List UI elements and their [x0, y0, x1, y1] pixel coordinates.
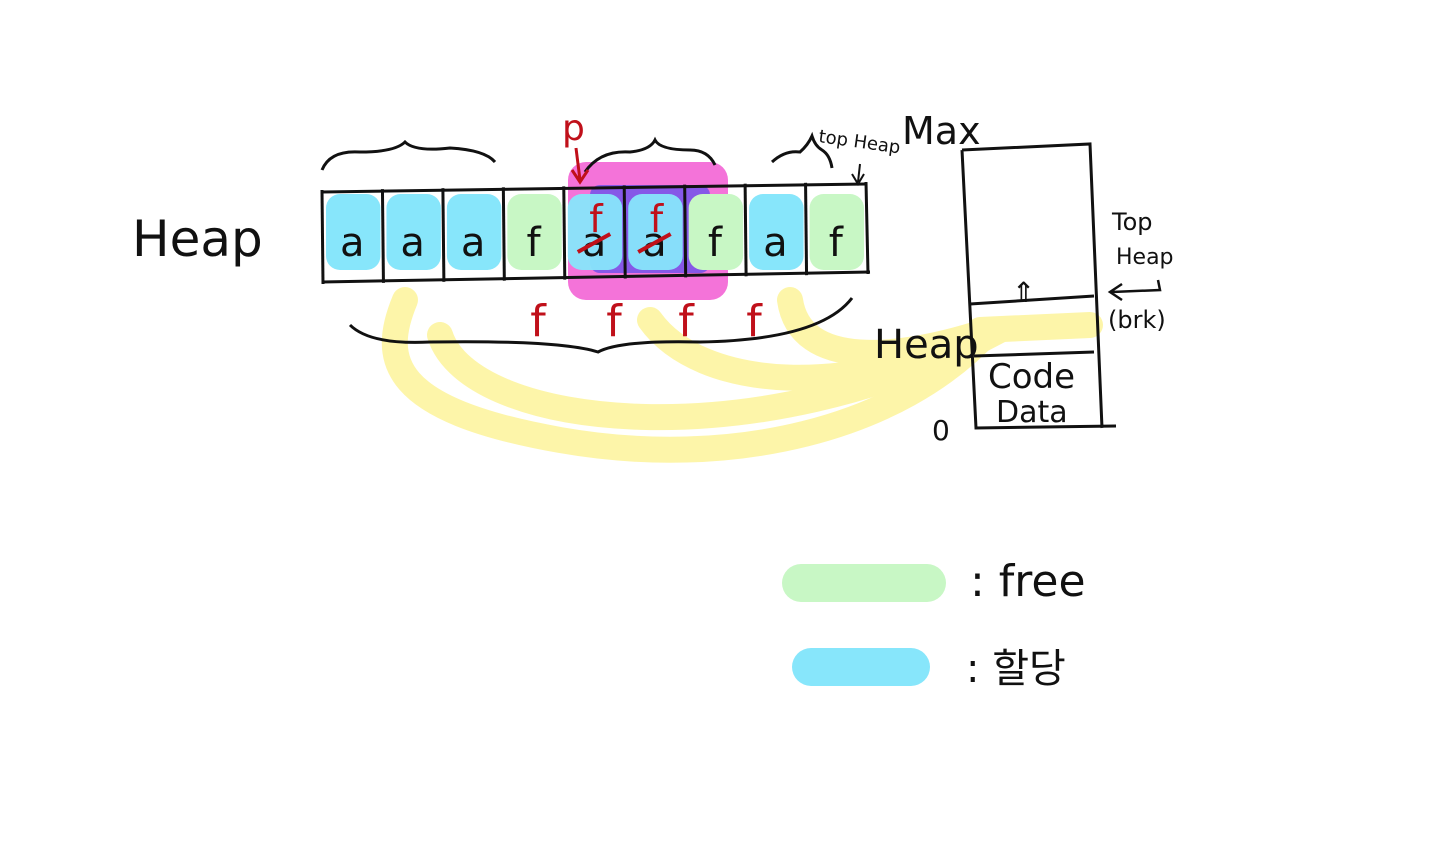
block-dividers: [320, 181, 870, 285]
grow-up-arrow: ⇑: [1012, 276, 1035, 309]
code-label: Code: [988, 357, 1075, 397]
legend-free-label: : free: [970, 556, 1086, 607]
heap-label: Heap: [132, 210, 263, 268]
block-divider: [683, 184, 688, 278]
data-label: Data: [996, 395, 1068, 430]
heap-base-line: [973, 350, 1095, 358]
strike-mark: [576, 232, 612, 254]
block-fill-allocated: [446, 194, 502, 270]
block-divider: [743, 183, 748, 277]
block-fill-free: [688, 194, 744, 270]
pointer-arrow: [570, 147, 590, 185]
top-heap-label-line1: Top: [1111, 208, 1153, 236]
block-divider: [804, 182, 809, 276]
block-label: a: [340, 220, 365, 266]
block-label: f: [829, 220, 844, 266]
block-divider: [320, 189, 325, 285]
block-divider: [441, 188, 446, 282]
legend: : free : 할당: [782, 556, 1086, 692]
block-fill-allocated: [326, 194, 381, 270]
block-label: f: [527, 220, 542, 266]
block-label: f: [708, 220, 723, 266]
below-f-mark: f: [746, 296, 763, 347]
top-heap-line: [969, 294, 1095, 306]
below-f-mark: f: [530, 296, 547, 347]
block-divider: [622, 185, 627, 279]
block-divider: [501, 187, 506, 281]
freed-mark: f: [589, 197, 604, 241]
block-strip: [321, 182, 871, 284]
top-braces: [320, 131, 834, 173]
below-f-mark: f: [606, 296, 623, 347]
block-fill-free: [507, 194, 562, 270]
top-heap-small-arrow: [851, 163, 865, 186]
max-label: Max: [902, 109, 981, 153]
block-label: a: [400, 220, 425, 266]
legend-allocated-swatch: [792, 648, 930, 686]
block-divider: [562, 186, 567, 280]
bottom-brace: [348, 297, 854, 354]
block-label: a: [461, 220, 486, 266]
zero-label: 0: [932, 414, 950, 447]
block-labels: aaafafaffaf: [340, 197, 844, 266]
top-heap-label-line2: Heap: [1116, 245, 1174, 270]
block-divider: [864, 181, 870, 275]
block-label: a: [763, 220, 788, 266]
block-fills: [326, 194, 864, 270]
strike-mark: [637, 232, 672, 254]
below-f-mark: f: [678, 296, 695, 347]
legend-free-swatch: [782, 564, 946, 602]
brk-arrow: [1107, 279, 1162, 302]
memory-heap-label: Heap: [874, 322, 979, 368]
legend-allocated-label: : 할당: [966, 646, 1066, 692]
pointer-label: p: [562, 108, 585, 149]
yellow-connector-arcs: [381, 287, 1103, 463]
block-fill-allocated: [386, 194, 441, 270]
block-fill-free: [809, 194, 864, 270]
block-fill-allocated: [749, 194, 804, 270]
top-heap-small-label: top Heap: [817, 126, 901, 158]
memory-layout: Max ⇑ Heap Code Data 0 Top Heap (brk): [874, 109, 1174, 447]
memory-box: [960, 142, 1117, 430]
brk-label: (brk): [1108, 306, 1166, 334]
block-divider: [380, 189, 385, 283]
freed-mark: f: [650, 197, 665, 241]
